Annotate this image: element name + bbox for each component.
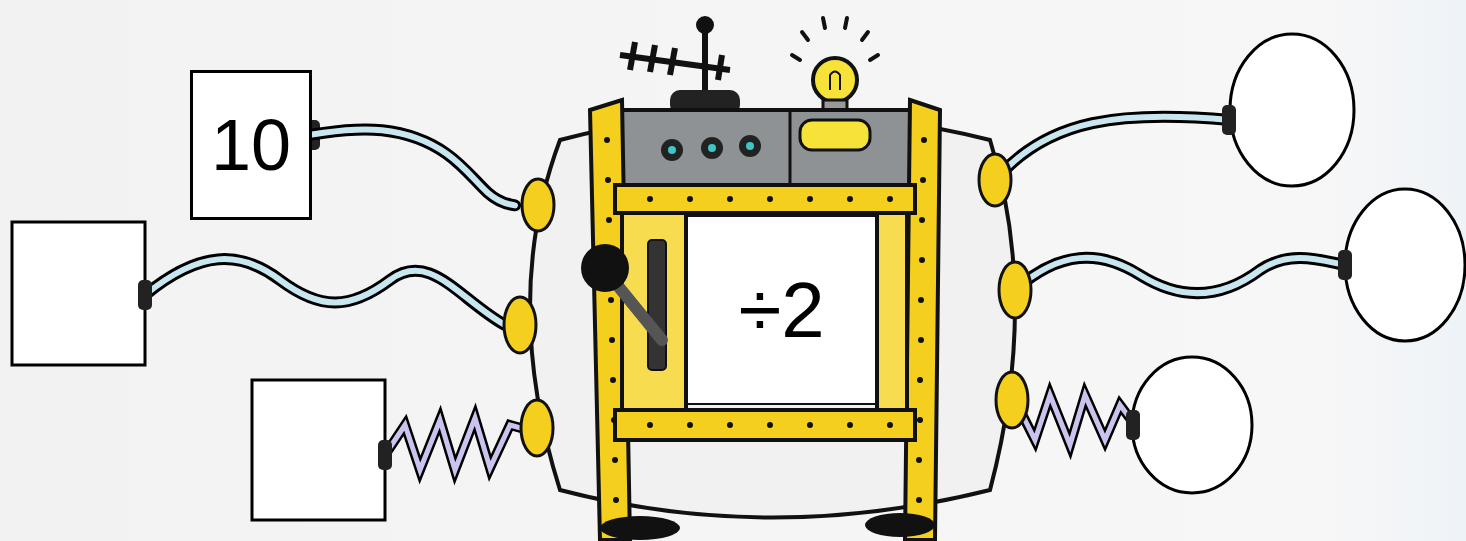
wire-outline [1015, 258, 1345, 293]
wire-outline [385, 418, 528, 470]
input-number: 10 [193, 73, 309, 217]
frame-bar [615, 410, 915, 440]
zigzag-wire [385, 418, 528, 470]
antenna-rod [630, 42, 635, 70]
wavy-wire [145, 259, 505, 325]
curved-wire [1000, 117, 1230, 175]
wire-outline [1015, 395, 1135, 445]
glow-rays [792, 18, 878, 60]
control-panel [620, 110, 910, 190]
operation-label: ÷2 [686, 215, 877, 405]
frame-rivets [604, 137, 927, 503]
function-machine: ÷2 [515, 100, 1030, 530]
panel-lights [661, 135, 761, 161]
wire-outline [1000, 117, 1230, 175]
empty-output-circle [1230, 34, 1354, 186]
filament [830, 72, 840, 91]
bulb-glass [813, 58, 857, 102]
plug [138, 280, 152, 310]
empty-output-circle [1132, 357, 1252, 493]
wire-group [312, 129, 515, 205]
antenna-rod [718, 55, 722, 80]
input-box: 10 [190, 70, 312, 220]
socket-knobs [504, 154, 1031, 456]
wire-outline [312, 129, 515, 205]
door-panel [877, 213, 907, 410]
antenna-tip [699, 19, 711, 31]
machine-frame [590, 100, 940, 540]
plug [378, 440, 392, 470]
antenna-mast [702, 25, 708, 95]
input-wire [312, 129, 515, 205]
lever [581, 240, 666, 370]
frame-bar [615, 185, 915, 213]
panel-divider [789, 110, 792, 190]
machine-feet [600, 513, 935, 540]
zigzag-wire [1015, 395, 1135, 445]
empty-input-box [252, 380, 385, 520]
empty-input-box [12, 222, 145, 365]
antenna-rod [670, 48, 675, 75]
bulb-socket [800, 120, 870, 150]
antenna-rod [650, 45, 655, 72]
plug [1126, 410, 1140, 440]
wire-outline [145, 259, 505, 325]
plug [1338, 250, 1352, 280]
wavy-wire [1015, 258, 1345, 293]
plug [1222, 105, 1236, 135]
light-bulb [792, 18, 878, 116]
antenna [620, 19, 730, 95]
frame-rail [905, 100, 940, 540]
empty-output-circle [1345, 189, 1465, 341]
